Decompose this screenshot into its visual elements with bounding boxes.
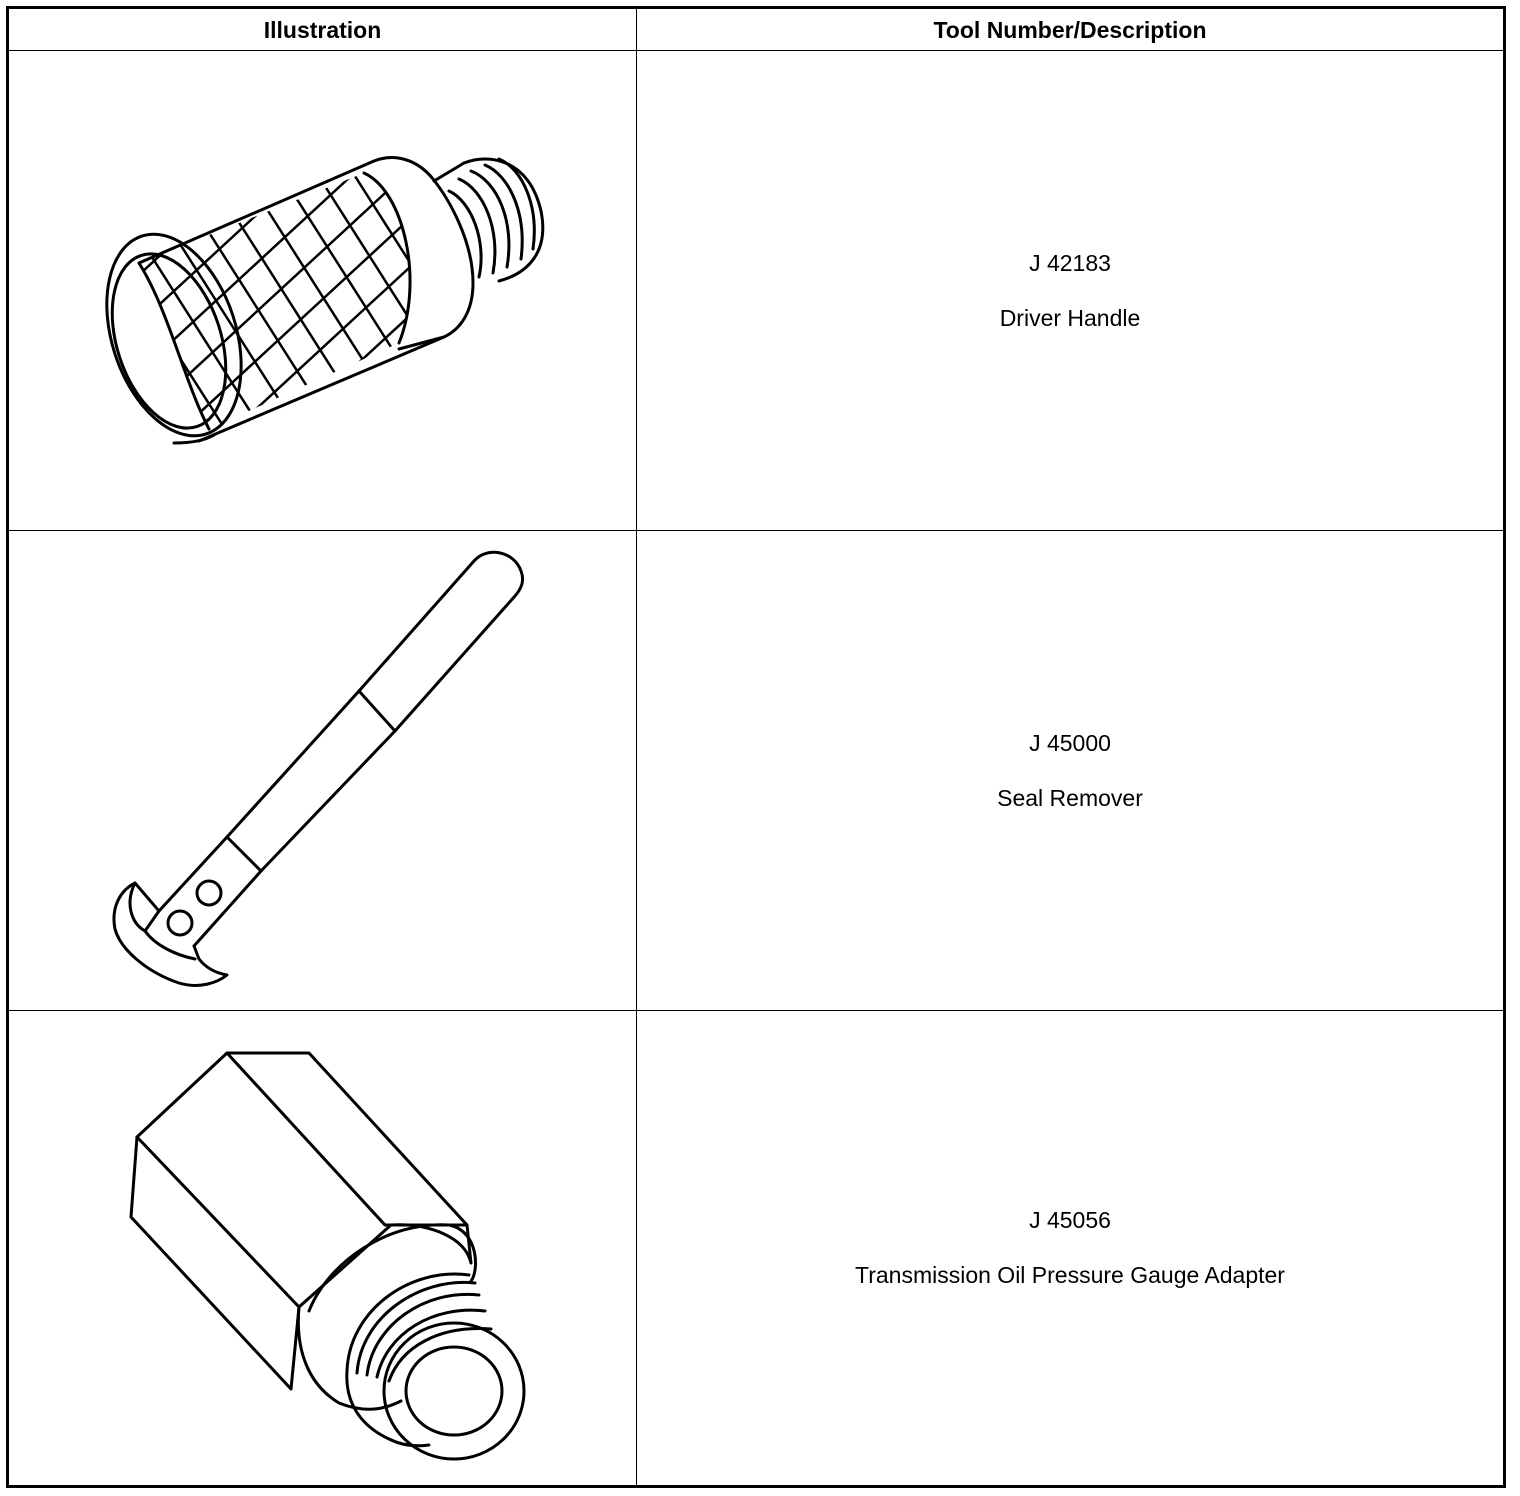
- tool-description: Seal Remover: [997, 784, 1143, 811]
- tool-number: J 42183: [1029, 249, 1111, 276]
- tool-description: Driver Handle: [999, 304, 1141, 331]
- table-header-row: Illustration Tool Number/Description: [9, 9, 1503, 51]
- table-row: J 45000 Seal Remover: [9, 531, 1503, 1011]
- driver-handle-icon: [105, 156, 545, 445]
- tool-table: Illustration Tool Number/Description: [6, 6, 1506, 1488]
- illustration-cell: [9, 531, 637, 1010]
- tool-number: J 45000: [1029, 729, 1111, 756]
- header-illustration-label: Illustration: [263, 17, 382, 43]
- illustration-cell: [9, 1011, 637, 1485]
- table-row: J 42183 Driver Handle: [9, 51, 1503, 531]
- description-cell: J 45056 Transmission Oil Pressure Gauge …: [637, 1011, 1503, 1485]
- tool-number: J 45056: [1029, 1207, 1111, 1233]
- description-cell: J 42183 Driver Handle: [637, 51, 1503, 530]
- tool-description: Transmission Oil Pressure Gauge Adapter: [855, 1262, 1285, 1288]
- table-row: J 45056 Transmission Oil Pressure Gauge …: [9, 1011, 1503, 1485]
- description-cell: J 45000 Seal Remover: [637, 531, 1503, 1010]
- header-tool: Tool Number/Description: [637, 9, 1503, 50]
- header-illustration: Illustration: [9, 9, 637, 50]
- seal-remover-icon: [112, 550, 525, 987]
- gauge-adapter-icon: [129, 1051, 526, 1461]
- header-tool-label: Tool Number/Description: [933, 17, 1207, 43]
- illustration-cell: [9, 51, 637, 530]
